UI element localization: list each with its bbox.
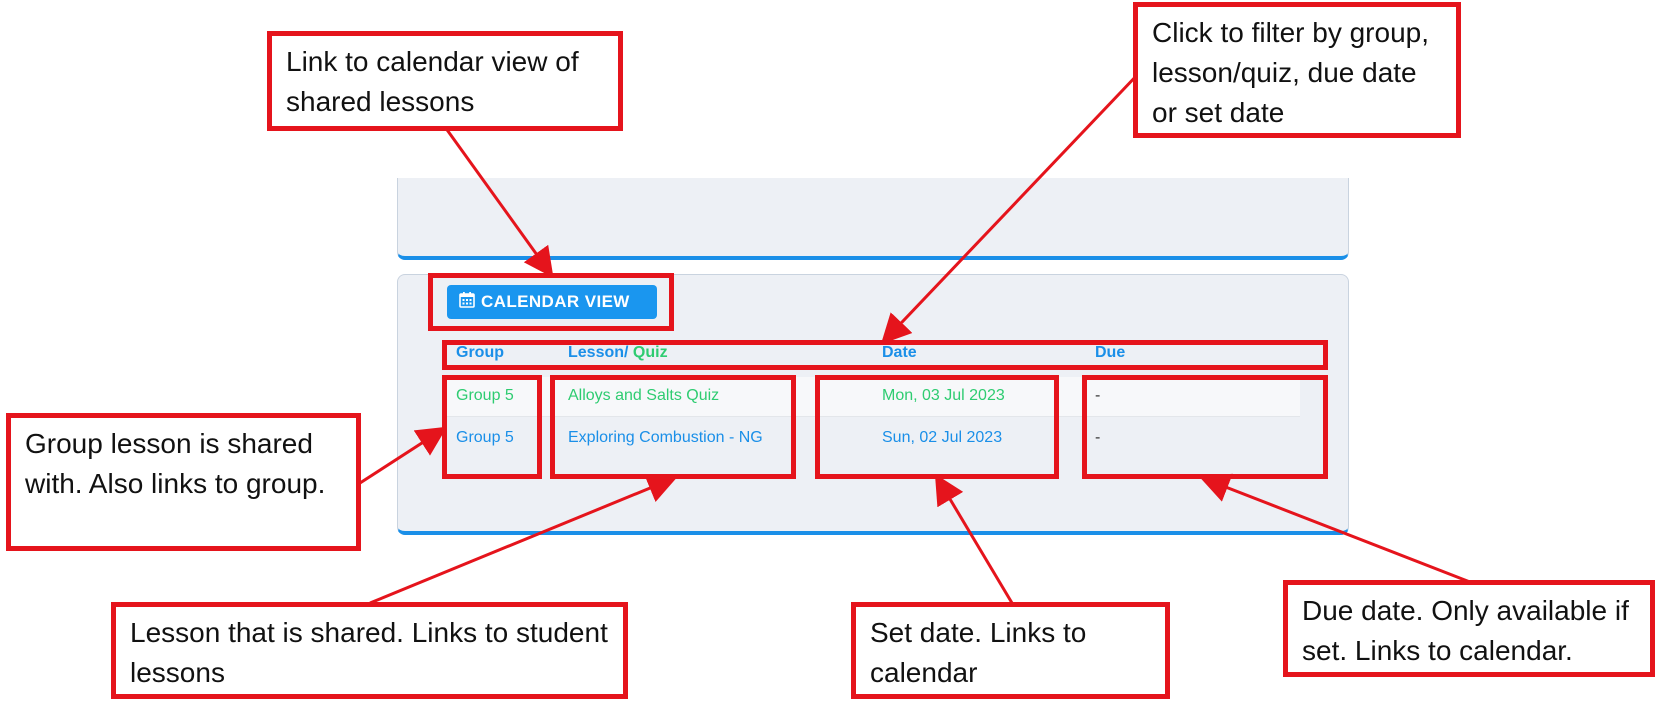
callout-group: Group lesson is shared with. Also links … (6, 413, 361, 551)
highlight-date-column (815, 375, 1059, 479)
row-group-link[interactable]: Group 5 (456, 387, 514, 404)
row-due-date: - (1095, 387, 1101, 404)
top-panel (397, 178, 1349, 260)
highlight-group-column (442, 375, 542, 479)
table-row (444, 377, 1300, 417)
calendar-view-button[interactable]: CALENDAR VIEW (447, 285, 657, 319)
row-lesson-link[interactable]: Exploring Combustion - NG (568, 429, 763, 446)
row-due-date: - (1095, 429, 1101, 446)
column-header-group[interactable]: Group (456, 344, 504, 361)
header-lesson-label: Lesson/ (568, 344, 629, 361)
highlight-lesson-column (550, 375, 796, 479)
callout-filter: Click to filter by group, lesson/quiz, d… (1133, 2, 1461, 138)
callout-calendar-link: Link to calendar view of shared lessons (267, 31, 623, 131)
callout-set-date: Set date. Links to calendar (851, 602, 1170, 699)
column-header-date[interactable]: Date (882, 344, 917, 361)
column-header-due[interactable]: Due (1095, 344, 1126, 361)
callout-due-date: Due date. Only available if set. Links t… (1283, 580, 1655, 677)
callout-lesson: Lesson that is shared. Links to student … (111, 602, 628, 699)
highlight-table-header (442, 340, 1328, 370)
row-set-date-link[interactable]: Sun, 02 Jul 2023 (882, 429, 1003, 446)
row-set-date-link[interactable]: Mon, 03 Jul 2023 (882, 387, 1005, 404)
highlight-calendar-button (428, 273, 674, 331)
row-lesson-link[interactable]: Alloys and Salts Quiz (568, 387, 720, 404)
calendar-icon (459, 291, 481, 313)
column-header-lesson-quiz[interactable]: Lesson/ Quiz (568, 344, 668, 362)
highlight-due-column (1082, 375, 1328, 479)
calendar-view-label: CALENDAR VIEW (481, 292, 630, 311)
row-group-link[interactable]: Group 5 (456, 429, 514, 446)
header-quiz-label: Quiz (632, 344, 668, 361)
